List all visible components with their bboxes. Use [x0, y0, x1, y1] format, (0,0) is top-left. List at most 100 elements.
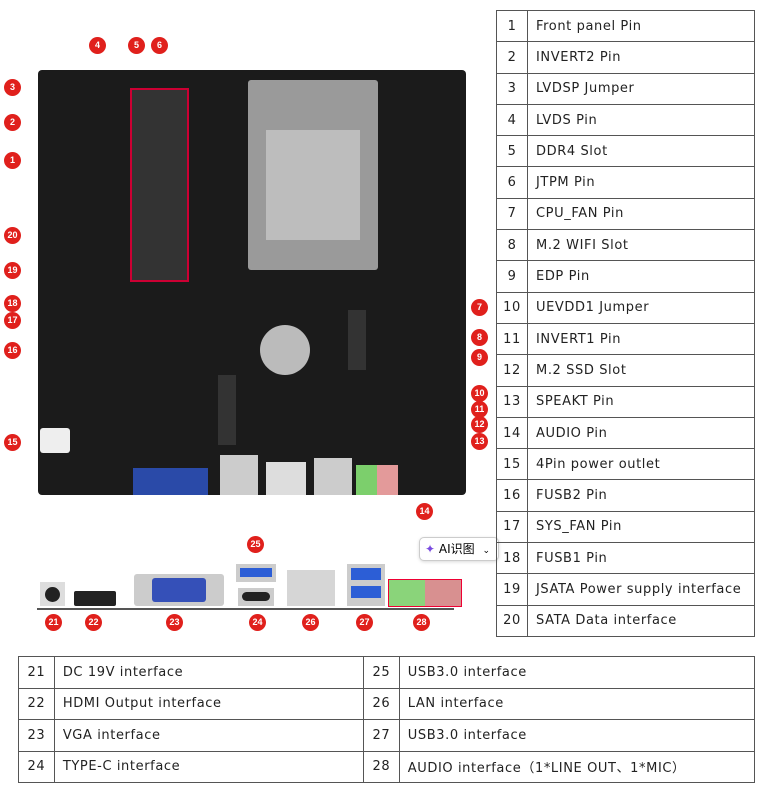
- legend-number: 13: [496, 385, 528, 418]
- ai-image-recognition-button[interactable]: ✦ AI识图 ⌄: [419, 537, 499, 561]
- legend-label: SPEAKT Pin: [527, 385, 755, 418]
- legend-label: HDMI Output interface: [53, 687, 364, 720]
- typec-port: [238, 588, 274, 606]
- callout-marker: 8: [471, 329, 488, 346]
- callout-marker: 27: [356, 614, 373, 631]
- callout-marker: 6: [151, 37, 168, 54]
- legend-label: USB3.0 interface: [398, 656, 756, 689]
- callout-marker: 20: [4, 227, 21, 244]
- m2-slot: [348, 310, 366, 370]
- legend-number: 25: [362, 656, 400, 689]
- legend-label: INVERT1 Pin: [527, 322, 755, 356]
- legend-number: 11: [496, 322, 528, 356]
- dc-jack: [40, 582, 65, 606]
- legend-label: LAN interface: [398, 687, 756, 720]
- callout-marker: 28: [413, 614, 430, 631]
- callout-marker: 16: [4, 342, 21, 359]
- legend-number: 5: [496, 135, 528, 168]
- legend-label: LVDS Pin: [527, 103, 755, 137]
- legend-number: 12: [496, 354, 528, 387]
- legend-number: 6: [496, 166, 528, 199]
- legend-label: CPU_FAN Pin: [527, 197, 755, 231]
- legend-number: 28: [362, 750, 400, 783]
- hdmi-port: [74, 591, 116, 606]
- legend-number: 15: [496, 448, 528, 481]
- cmos-battery: [260, 325, 310, 375]
- callout-marker: 13: [471, 433, 488, 450]
- lan-port-rear: [287, 570, 335, 606]
- legend-label: VGA interface: [53, 719, 364, 752]
- legend-number: 7: [496, 197, 528, 231]
- legend-label: SYS_FAN Pin: [527, 510, 755, 544]
- callout-marker: 5: [128, 37, 145, 54]
- callout-marker: 10: [471, 385, 488, 402]
- callout-marker: 23: [166, 614, 183, 631]
- legend-number: 1: [496, 9, 528, 43]
- legend-number: 20: [496, 604, 528, 637]
- legend-label: M.2 WIFI Slot: [527, 229, 755, 262]
- legend-label: DC 19V interface: [53, 656, 364, 689]
- legend-number: 10: [496, 291, 528, 324]
- callout-marker: 2: [4, 114, 21, 131]
- usb3-port: [236, 564, 276, 582]
- legend-label: SATA Data interface: [527, 604, 755, 637]
- cpu-socket-cover: [266, 130, 360, 240]
- usb3-ports-rear: [347, 564, 385, 606]
- callout-marker: 12: [471, 416, 488, 433]
- callout-marker: 4: [89, 37, 106, 54]
- legend-number: 3: [496, 72, 528, 105]
- motherboard-image: [38, 70, 466, 495]
- callout-marker: 24: [249, 614, 266, 631]
- legend-label: AUDIO Pin: [527, 416, 755, 450]
- power-connector: [40, 428, 70, 453]
- legend-number: 19: [496, 573, 528, 606]
- callout-marker: 14: [416, 503, 433, 520]
- callout-marker: 19: [4, 262, 21, 279]
- legend-label: 4Pin power outlet: [527, 448, 755, 481]
- ai-button-label: AI识图: [438, 542, 475, 556]
- callout-marker: 17: [4, 312, 21, 329]
- legend-number: 22: [18, 687, 55, 720]
- legend-label: FUSB1 Pin: [527, 542, 755, 575]
- legend-label: M.2 SSD Slot: [527, 354, 755, 387]
- vga-port: [133, 468, 208, 495]
- legend-label: JSATA Power supply interface: [527, 573, 755, 606]
- callout-marker: 26: [302, 614, 319, 631]
- legend-number: 8: [496, 229, 528, 262]
- m2-ssd-slot: [218, 375, 236, 445]
- legend-number: 27: [362, 719, 400, 752]
- legend-label: USB3.0 interface: [398, 719, 756, 752]
- vga-port-rear: [134, 574, 224, 606]
- legend-number: 14: [496, 416, 528, 450]
- legend-number: 16: [496, 479, 528, 512]
- legend-number: 24: [18, 750, 55, 783]
- usb-ports-2: [314, 458, 352, 495]
- callout-marker: 3: [4, 79, 21, 96]
- callout-marker: 22: [85, 614, 102, 631]
- legend-number: 23: [18, 719, 55, 752]
- legend-label: UEVDD1 Jumper: [527, 291, 755, 324]
- callout-marker: 1: [4, 152, 21, 169]
- legend-number: 18: [496, 542, 528, 575]
- legend-label: DDR4 Slot: [527, 135, 755, 168]
